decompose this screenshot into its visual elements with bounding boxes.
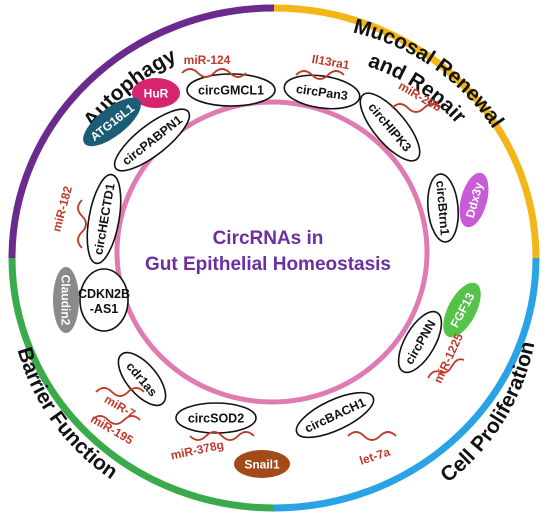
svg-text:Claudin2: Claudin2 <box>59 275 73 326</box>
mirna-squiggle-let7a <box>347 431 397 441</box>
mirna-label-let7a: let-7a <box>358 445 392 468</box>
protein-hur: HuR <box>132 78 180 108</box>
circrna-circsod2: circSOD2 <box>175 402 257 434</box>
svg-text:CDKN2B: CDKN2B <box>78 287 130 301</box>
mirna-squiggle-mir1225 <box>427 358 465 379</box>
quadrant-label-barrier-function: Barrier Function <box>13 344 122 483</box>
mirna-squiggle-mir378g <box>189 431 255 441</box>
svg-text:circSOD2: circSOD2 <box>188 412 244 426</box>
mirna-squiggle-il13ra1 <box>295 70 345 80</box>
center-title-line1: CircRNAs in <box>213 228 324 249</box>
svg-text:circBtrn1: circBtrn1 <box>433 180 452 236</box>
mirna-squiggle-mir124 <box>181 68 247 78</box>
mirna-squiggle-mir195 <box>91 415 141 425</box>
svg-text:circGMCL1: circGMCL1 <box>198 84 264 98</box>
protein-claudin2: Claudin2 <box>53 267 79 333</box>
circrna-circgmcl1: circGMCL1 <box>186 73 276 107</box>
barrier-arc <box>8 257 275 512</box>
svg-text:-AS1: -AS1 <box>90 302 119 316</box>
mirna-squiggle-mir182 <box>77 199 87 249</box>
mirna-squiggle-mir7 <box>95 387 145 397</box>
protein-ddx3y: Ddx3y <box>459 172 489 228</box>
inner-ring <box>114 99 430 405</box>
circrna-cdkn2b-as1: CDKN2B -AS1 <box>78 268 130 332</box>
svg-text:HuR: HuR <box>144 87 169 101</box>
mirna-label-il13ra1: Il13ra1 <box>311 52 351 72</box>
mirna-squiggle-mir29b <box>391 103 441 113</box>
proliferation-arc <box>273 257 540 512</box>
circrna-circhectd1: circHECTD1 <box>86 173 122 265</box>
mirna-label-mir124: miR-124 <box>184 53 231 67</box>
svg-text:Snail1: Snail1 <box>244 458 280 472</box>
mirna-label-mir182: miR-182 <box>49 184 75 233</box>
center-title-line2: Gut Epithelial Homeostasis <box>145 254 391 275</box>
circrna-circpan3: circPan3 <box>283 74 361 110</box>
mucosal-arc <box>273 4 540 259</box>
mirna-label-mir378g: miR-378g <box>169 438 225 463</box>
autophagy-arc <box>8 4 275 259</box>
protein-snail1: Snail1 <box>234 450 290 478</box>
circrna-circbtrn1: circBtrn1 <box>426 173 460 243</box>
protein-fgf13: FGF13 <box>443 282 481 338</box>
